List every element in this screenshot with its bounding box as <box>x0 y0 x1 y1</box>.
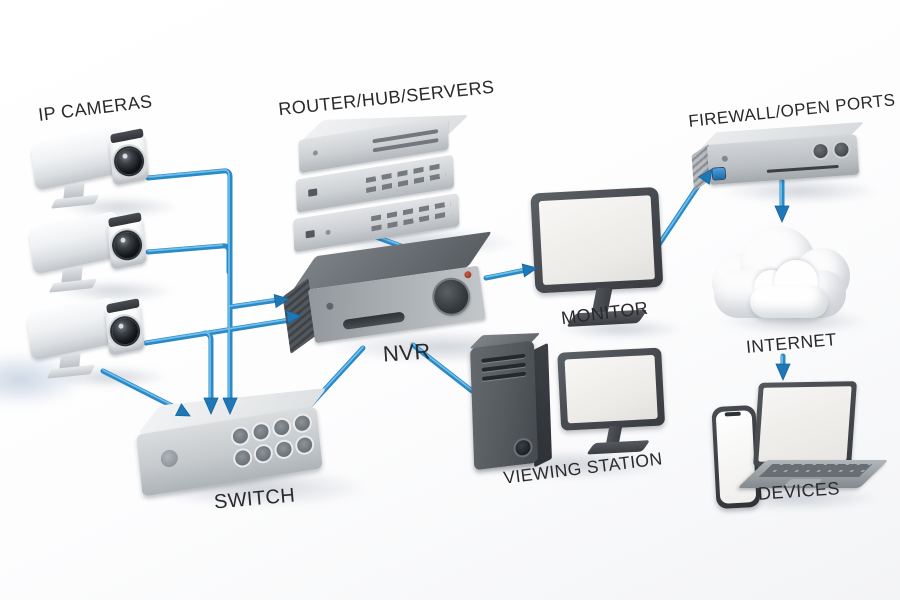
arrow-into-nvr-2 <box>285 309 302 325</box>
small-cloud-base <box>750 286 828 318</box>
wire-camera3-to-nvr <box>143 317 293 346</box>
arrow-into-nvr-1 <box>273 294 290 309</box>
arrow-into-switch-2 <box>203 397 219 415</box>
nvr-label: NVR <box>382 338 432 367</box>
arrow-into-devices <box>775 363 791 381</box>
wire-nvr-to-monitor <box>483 267 529 281</box>
cloud-icon <box>708 222 853 334</box>
wire-camera3-base-to-switch <box>100 368 183 413</box>
firewall-shadow <box>720 178 880 204</box>
arrow-into-switch-3 <box>174 403 191 417</box>
arrow-into-switch-1 <box>222 397 238 415</box>
arrow-into-monitor <box>521 263 538 278</box>
arrow-into-firewall <box>697 168 713 185</box>
arrow-into-internet <box>774 205 790 223</box>
wire-trunk-to-nvr <box>227 297 281 310</box>
